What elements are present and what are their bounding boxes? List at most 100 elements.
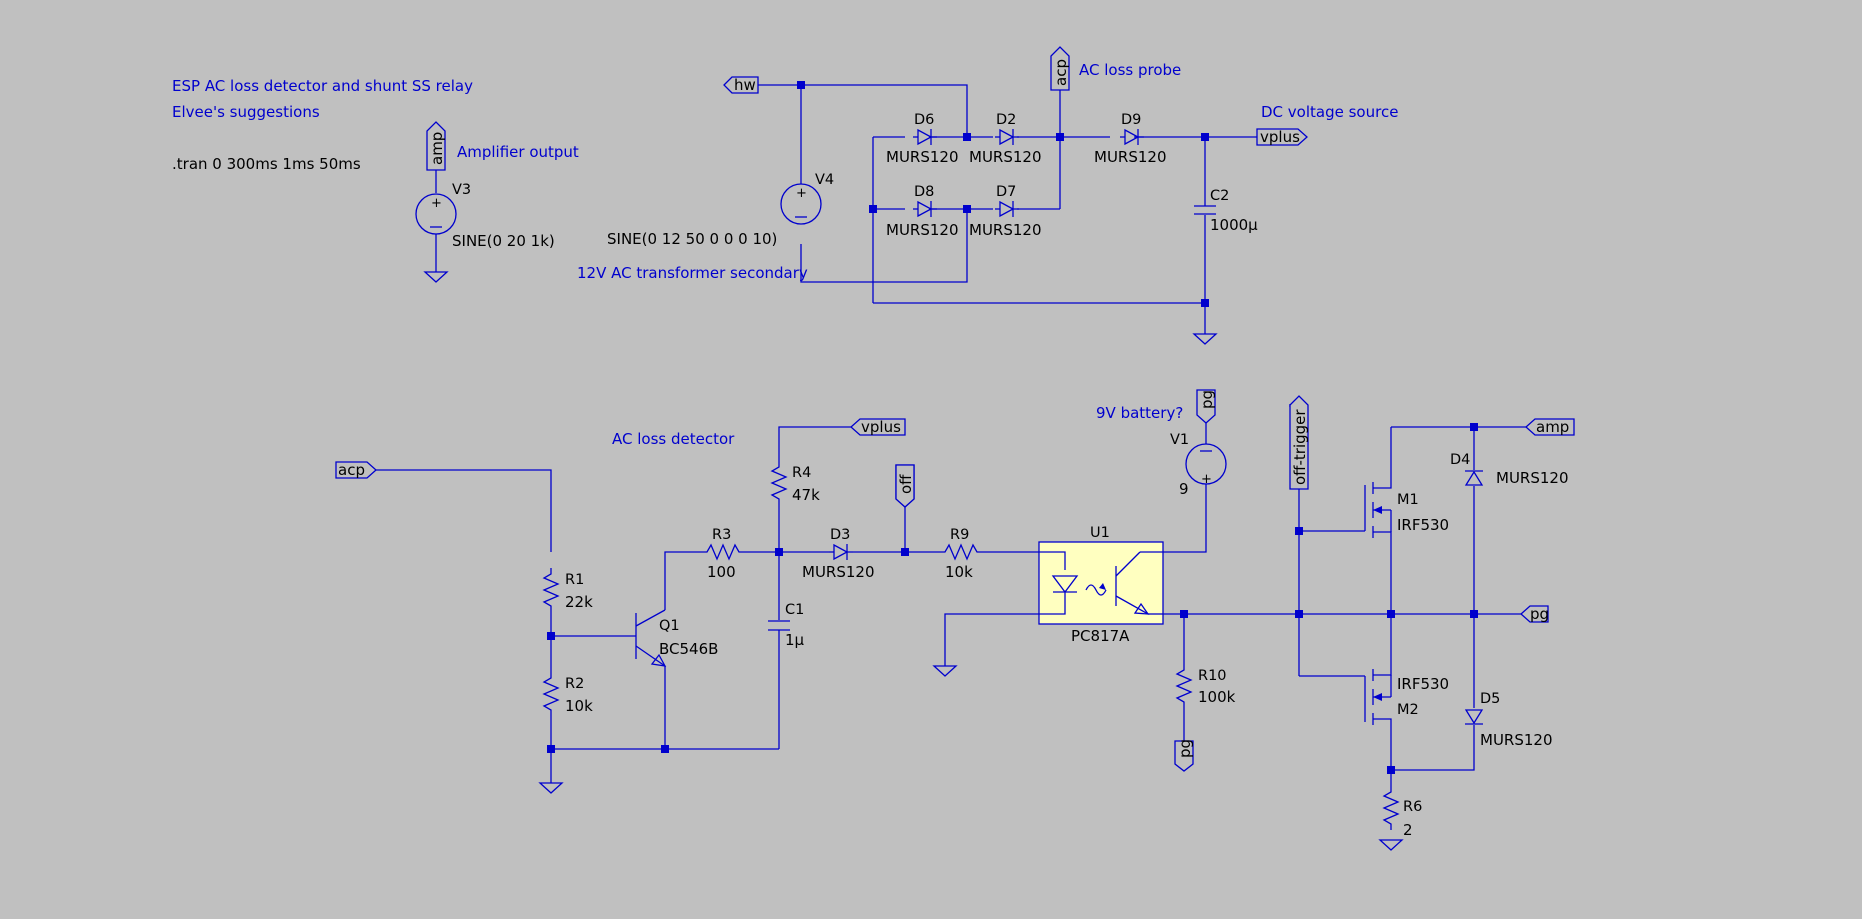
svg-text:+: + [1201, 472, 1212, 487]
amp-flag-right[interactable]: amp [1525, 418, 1575, 436]
r9-resistor[interactable] [938, 544, 984, 560]
c1-ref: C1 [785, 602, 804, 618]
r3-ref: R3 [712, 527, 731, 543]
u1-optocoupler[interactable] [1038, 541, 1164, 625]
r4-ref: R4 [792, 465, 811, 481]
acp-flag-top-text: acp [1052, 59, 1070, 86]
m1-value[interactable]: IRF530 [1397, 516, 1449, 534]
q1-ref: Q1 [659, 618, 680, 634]
pg-flag-right-text: pg [1530, 605, 1549, 623]
hw-flag[interactable]: hw [723, 76, 759, 94]
amp-flag-v3[interactable]: amp [426, 121, 446, 171]
amp-flag-right-text: amp [1536, 418, 1569, 436]
ac-loss-detector-comment: AC loss detector [612, 430, 735, 448]
d2-value[interactable]: MURS120 [969, 148, 1042, 166]
d5-value[interactable]: MURS120 [1480, 731, 1553, 749]
v1-value[interactable]: 9 [1179, 480, 1189, 498]
v1-ref: V1 [1170, 432, 1189, 448]
off-trigger-flag[interactable]: off-trigger [1289, 395, 1309, 490]
d6-diode[interactable] [912, 128, 938, 146]
c1-capacitor[interactable] [768, 620, 790, 640]
svg-text:+: + [796, 186, 807, 201]
r1-value[interactable]: 22k [565, 593, 593, 611]
pg-flag-r10[interactable]: pg [1174, 739, 1194, 772]
d7-diode[interactable] [994, 200, 1020, 218]
d8-diode[interactable] [912, 200, 938, 218]
vplus-flag-top-text: vplus [1260, 128, 1300, 146]
acp-flag-left[interactable]: acp [335, 461, 377, 479]
r10-resistor[interactable] [1176, 663, 1192, 709]
d8-value[interactable]: MURS120 [886, 221, 959, 239]
d2-ref: D2 [996, 112, 1016, 128]
d6-value[interactable]: MURS120 [886, 148, 959, 166]
c2-value[interactable]: 1000µ [1210, 216, 1258, 234]
d3-ref: D3 [830, 527, 850, 543]
r4-value[interactable]: 47k [792, 486, 820, 504]
transformer-comment: 12V AC transformer secondary [577, 264, 808, 282]
v3-source[interactable]: + [415, 170, 457, 283]
title-comment: ESP AC loss detector and shunt SS relay [172, 77, 473, 95]
ac-loss-probe-comment: AC loss probe [1079, 61, 1181, 79]
u1-ref: U1 [1090, 525, 1110, 541]
v3-ref: V3 [452, 182, 471, 198]
d6-ref: D6 [914, 112, 934, 128]
m1-mosfet[interactable] [1364, 427, 1392, 614]
r6-resistor[interactable] [1383, 785, 1399, 831]
r2-resistor[interactable] [543, 671, 559, 717]
r6-value[interactable]: 2 [1403, 821, 1413, 839]
d4-value[interactable]: MURS120 [1496, 469, 1569, 487]
q1-transistor[interactable] [551, 551, 701, 749]
d7-value[interactable]: MURS120 [969, 221, 1042, 239]
d8-ref: D8 [914, 184, 934, 200]
r1-resistor[interactable] [543, 567, 559, 613]
off-flag[interactable]: off [895, 464, 915, 508]
m2-value[interactable]: IRF530 [1397, 675, 1449, 693]
d3-value[interactable]: MURS120 [802, 563, 875, 581]
d7-ref: D7 [996, 184, 1016, 200]
c1-value[interactable]: 1µ [785, 631, 805, 649]
battery-comment: 9V battery? [1096, 404, 1183, 422]
v4-value[interactable]: SINE(0 12 50 0 0 0 10) [607, 230, 777, 248]
tran-directive[interactable]: .tran 0 300ms 1ms 50ms [172, 155, 361, 173]
d4-ref: D4 [1450, 452, 1470, 468]
d9-ref: D9 [1121, 112, 1141, 128]
r9-ref: R9 [950, 527, 969, 543]
vplus-flag-mid-text: vplus [861, 418, 901, 436]
r2-value[interactable]: 10k [565, 697, 593, 715]
r4-resistor[interactable] [771, 460, 787, 506]
v4-source[interactable]: + [780, 183, 822, 225]
suggestions-comment: Elvee's suggestions [172, 103, 320, 121]
v4-ref: V4 [815, 172, 834, 188]
m1-ref: M1 [1397, 492, 1419, 508]
pg-flag-r10-text: pg [1176, 739, 1194, 758]
r6-ref: R6 [1403, 799, 1422, 815]
r3-value[interactable]: 100 [707, 563, 736, 581]
vplus-flag-mid[interactable]: vplus [850, 418, 906, 436]
m2-ref: M2 [1397, 702, 1419, 718]
d9-diode[interactable] [1119, 128, 1145, 146]
v3-value[interactable]: SINE(0 20 1k) [452, 232, 555, 250]
d2-diode[interactable] [994, 128, 1020, 146]
vplus-flag-top[interactable]: vplus [1256, 128, 1308, 146]
d3-diode[interactable] [828, 543, 854, 561]
off-flag-text: off [897, 474, 915, 494]
amp-flag-v3-text: amp [428, 132, 446, 165]
r3-resistor[interactable] [700, 544, 746, 560]
q1-value[interactable]: BC546B [659, 640, 718, 658]
v1-source[interactable]: + [1185, 443, 1227, 487]
m2-mosfet[interactable] [1364, 614, 1392, 770]
d5-ref: D5 [1480, 691, 1500, 707]
pg-flag-right[interactable]: pg [1520, 605, 1549, 623]
r9-value[interactable]: 10k [945, 563, 973, 581]
hw-flag-text: hw [734, 76, 756, 94]
d9-value[interactable]: MURS120 [1094, 148, 1167, 166]
u1-value[interactable]: PC817A [1071, 627, 1130, 645]
acp-flag-top[interactable]: acp [1050, 46, 1070, 91]
d5-diode[interactable] [1464, 709, 1484, 725]
r10-ref: R10 [1198, 668, 1227, 684]
r10-value[interactable]: 100k [1198, 688, 1236, 706]
d4-diode[interactable] [1464, 470, 1484, 486]
c2-capacitor[interactable] [1194, 205, 1216, 215]
pg-flag-v1[interactable]: pg [1196, 389, 1216, 424]
